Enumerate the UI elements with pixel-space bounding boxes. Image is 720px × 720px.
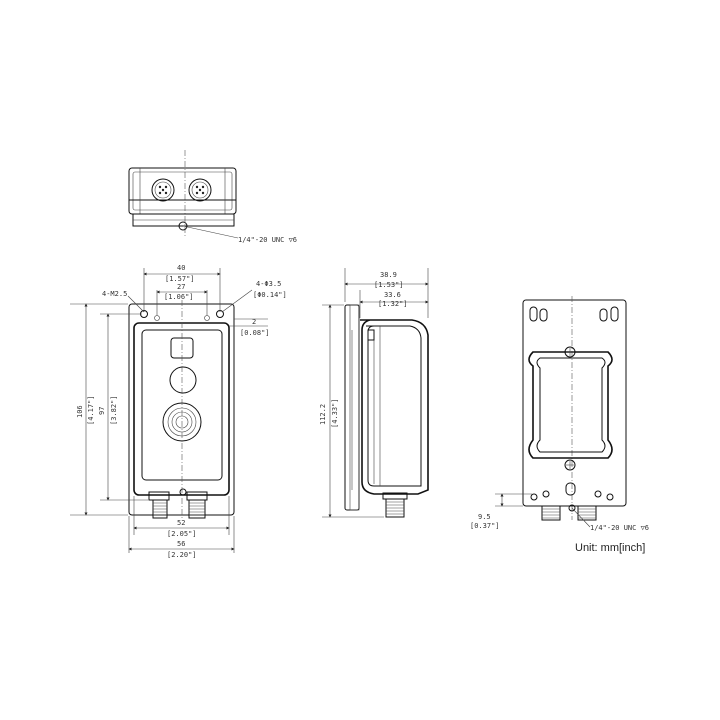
dim-40-inch: [1.57"] — [165, 275, 195, 283]
dim-95: 9.5 — [478, 513, 491, 521]
side-view: 38.9 [1.53"] 33.6 [1.32"] 112.2 [4.33"] — [319, 268, 429, 518]
dim-27-inch: [1.06"] — [164, 293, 194, 301]
unit-label: Unit: mm[inch] — [575, 542, 645, 554]
top-thread-note: 1/4"-20 UNC ▽6 — [238, 236, 297, 244]
dim-95-inch: [0.37"] — [470, 522, 500, 530]
dim-27: 27 — [177, 283, 185, 291]
hole-35-inch: [Φ0.14"] — [253, 291, 287, 299]
dim-40: 40 — [177, 264, 185, 272]
dim-389-inch: [1.53"] — [374, 281, 404, 289]
dim-112-inch: [4.33"] — [331, 398, 339, 428]
dim-106: 106 — [76, 405, 84, 418]
dim-56-inch: [2.20"] — [167, 551, 197, 559]
top-view: 1/4"-20 UNC ▽6 — [128, 150, 297, 244]
dim-336-inch: [1.32"] — [378, 300, 408, 308]
rear-thread-note: 1/4"-20 UNC ▽6 — [590, 524, 649, 532]
offset-2-inch: [0.08"] — [240, 329, 270, 337]
top-connector-left — [151, 178, 175, 202]
dim-97: 97 — [98, 407, 106, 415]
offset-2-label: 2 — [252, 318, 256, 326]
top-connector-right — [188, 178, 212, 202]
dim-389: 38.9 — [380, 271, 397, 279]
rear-view: 9.5 [0.37"] 1/4"-20 UNC ▽6 — [470, 296, 649, 532]
dim-56: 56 — [177, 540, 185, 548]
dim-336: 33.6 — [384, 291, 401, 299]
hole-m25-label: 4-M2.5 — [102, 290, 127, 298]
sensor-lens-small — [169, 366, 197, 394]
dim-52-inch: [2.05"] — [167, 530, 197, 538]
dim-97-inch: [3.82"] — [110, 395, 118, 425]
front-view: 40 [1.57"] 27 [1.06"] 4-M2.5 4-Φ3.5 [Φ0.… — [70, 264, 287, 559]
dim-112: 112.2 — [319, 404, 327, 425]
hole-35-label: 4-Φ3.5 — [256, 280, 281, 288]
dim-106-inch: [4.17"] — [87, 395, 95, 425]
dim-52: 52 — [177, 519, 185, 527]
